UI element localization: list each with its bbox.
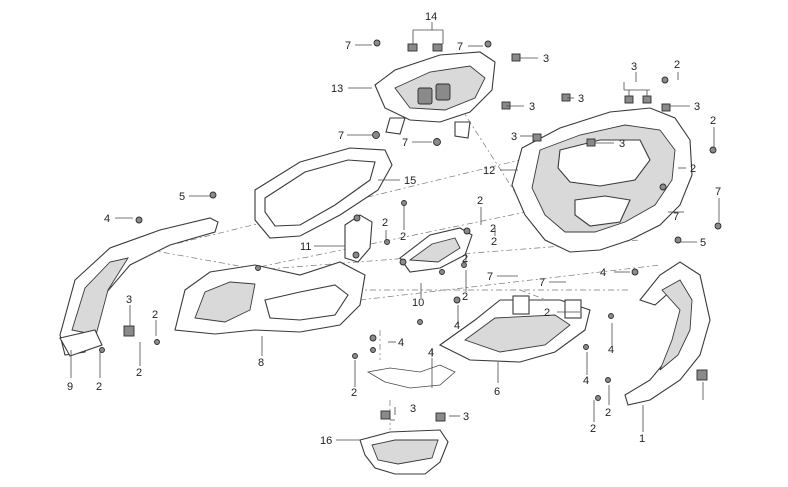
- callout-2: 2: [590, 423, 596, 435]
- callout-labels: 14 7 7 3 13 3 3 7 7 3 3 2 3 3 2 12 15 5 …: [67, 11, 721, 447]
- callout-3: 3: [410, 403, 416, 415]
- part-15-visor: [254, 147, 393, 239]
- part-8-inner-fairing: [174, 261, 366, 359]
- callout-12: 12: [483, 165, 495, 177]
- callout-15: 15: [404, 175, 416, 187]
- alignment-lines: [149, 59, 661, 430]
- callout-3: 3: [631, 61, 637, 73]
- callout-10: 10: [412, 297, 424, 309]
- part-13-upper-bracket: [372, 39, 521, 146]
- part-12-main-frame: [511, 76, 722, 253]
- callout-11: 11: [300, 241, 311, 253]
- callout-3: 3: [543, 53, 549, 65]
- callout-5: 5: [179, 191, 185, 203]
- callout-2: 2: [382, 217, 388, 229]
- leader-lines: [70, 22, 720, 441]
- callout-9: 9: [67, 381, 73, 393]
- callout-3: 3: [463, 411, 469, 423]
- callout-7: 7: [715, 186, 721, 198]
- callout-2: 2: [710, 115, 716, 127]
- part-11-bracket: [344, 200, 407, 263]
- callout-14: 14: [425, 11, 437, 23]
- callout-5: 5: [700, 237, 706, 249]
- callout-7: 7: [338, 130, 344, 142]
- callout-3: 3: [511, 131, 517, 143]
- callout-13: 13: [331, 83, 343, 95]
- callout-2: 2: [690, 163, 696, 175]
- part-1-right-panel: [595, 261, 711, 406]
- callout-3: 3: [619, 138, 625, 150]
- callout-3: 3: [578, 93, 584, 105]
- callout-6: 6: [494, 386, 500, 398]
- callout-2: 2: [351, 387, 357, 399]
- callout-2: 2: [462, 291, 468, 303]
- callout-2: 2: [491, 236, 497, 248]
- callout-3: 3: [694, 101, 700, 113]
- callout-4: 4: [583, 375, 589, 387]
- callout-7: 7: [673, 211, 679, 223]
- callout-16: 16: [320, 435, 332, 447]
- callout-4: 4: [608, 344, 614, 356]
- callout-4: 4: [428, 347, 434, 359]
- callout-7: 7: [487, 271, 493, 283]
- callout-2: 2: [674, 59, 680, 71]
- callout-2: 2: [544, 307, 550, 319]
- callout-4: 4: [600, 267, 606, 279]
- callout-7: 7: [345, 40, 351, 52]
- part-9-left-panel: [59, 191, 219, 357]
- callout-7: 7: [402, 137, 408, 149]
- callout-2: 2: [400, 231, 406, 243]
- callout-4: 4: [104, 213, 110, 225]
- callout-2: 2: [152, 309, 158, 321]
- callout-2: 2: [136, 367, 142, 379]
- callout-1: 1: [639, 433, 645, 445]
- part-10-center-bracket: [399, 227, 473, 275]
- callout-3: 3: [529, 101, 535, 113]
- callout-2: 2: [605, 407, 611, 419]
- part-16-bottom-cover: [359, 410, 449, 475]
- wire-bracket: [366, 334, 456, 389]
- callout-7: 7: [539, 277, 545, 289]
- callout-7: 7: [457, 41, 463, 53]
- callout-7: 4: [398, 337, 404, 349]
- part-6-lower-cover: [417, 295, 614, 363]
- callout-8: 8: [258, 357, 264, 369]
- callout-2: 2: [490, 223, 496, 235]
- callout-2: 2: [96, 381, 102, 393]
- callout-4: 4: [454, 320, 460, 332]
- callout-3: 3: [126, 294, 132, 306]
- callout-2: 2: [477, 195, 483, 207]
- callout-2: 2: [462, 253, 468, 265]
